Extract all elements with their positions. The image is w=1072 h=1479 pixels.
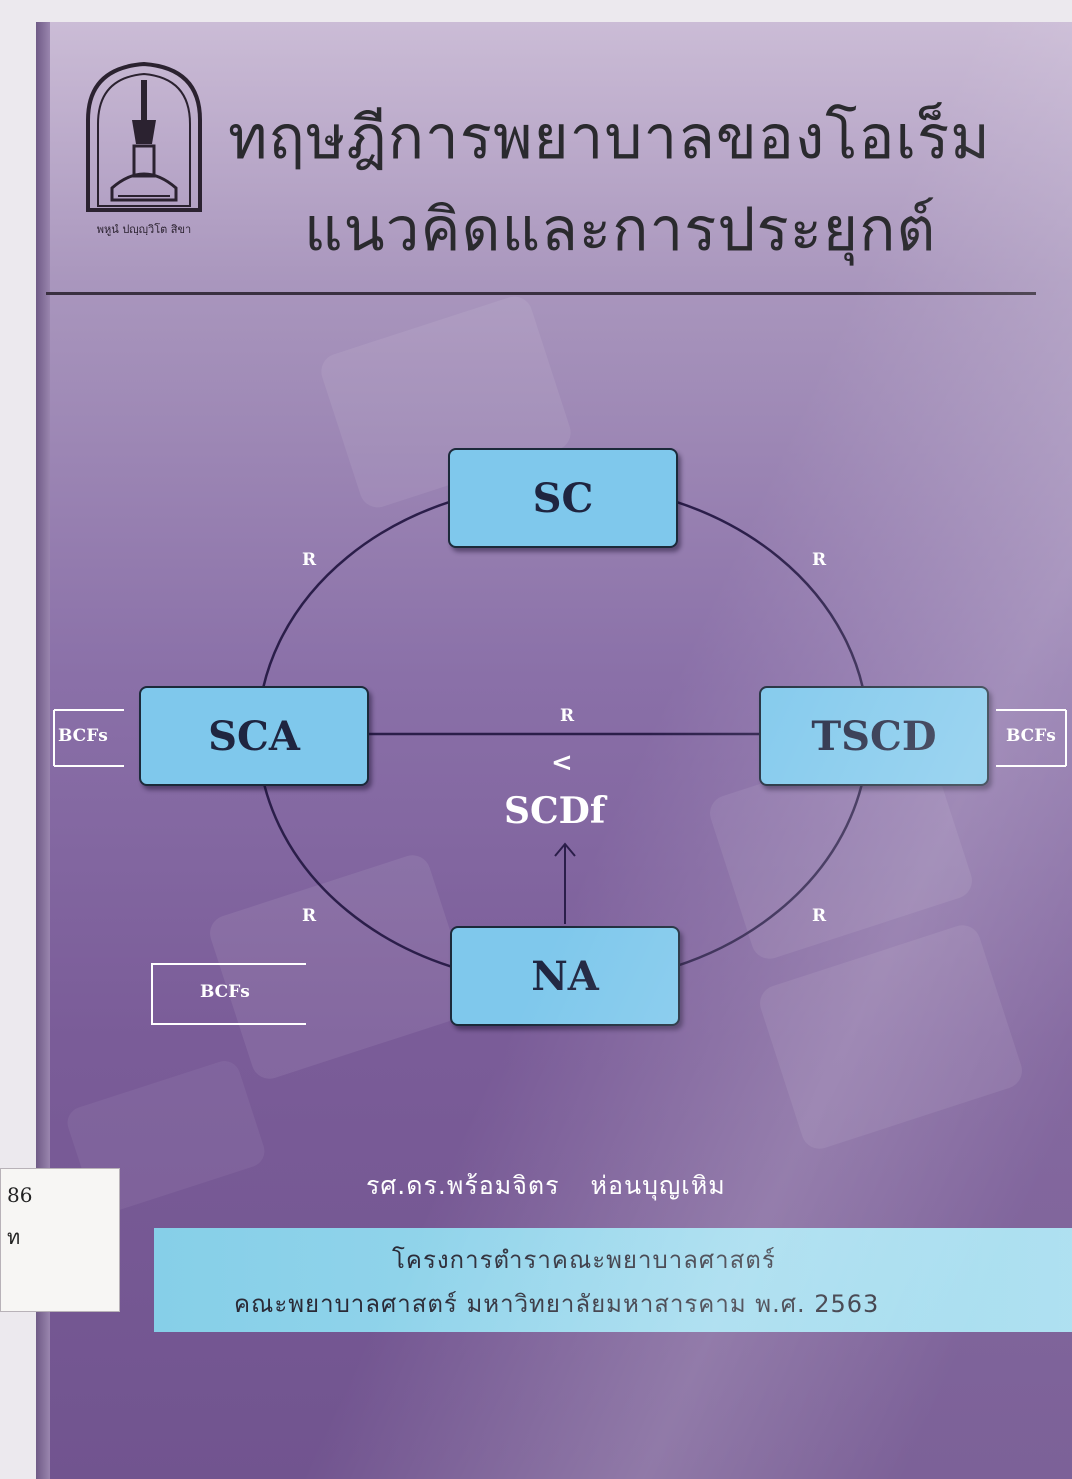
- comparison-symbol: <: [551, 748, 573, 778]
- relation-label-bottom-left: R: [302, 906, 317, 926]
- relation-label-center: R: [560, 706, 575, 726]
- call-number-line-1: 86: [7, 1183, 33, 1207]
- relation-label-top-left: R: [302, 550, 317, 570]
- faded-box-sca: [210, 855, 472, 1079]
- bcfs-bracket-bottom: [151, 963, 306, 1025]
- book-cover: พหูนํ ปญฺญฺวิโต สิขา ทฤษฎีการพยาบาลของโอ…: [36, 22, 1072, 1479]
- call-number-line-2: ท: [7, 1225, 21, 1249]
- university-logo: พหูนํ ปญฺญฺวิโต สิขา: [82, 60, 206, 246]
- publisher-line-1: โครงการตำราคณะพยาบาลศาสตร์: [392, 1246, 776, 1274]
- diagram-connectors: [53, 296, 1067, 1213]
- relation-label-bottom-right: R: [812, 906, 827, 926]
- author-name: รศ.ดร.พร้อมจิตร ห่อนบุญเหิม: [366, 1171, 726, 1200]
- bcfs-bracket-left: [53, 709, 124, 767]
- publisher-line-2: คณะพยาบาลศาสตร์ มหาวิทยาลัยมหาสารคาม พ.ศ…: [234, 1290, 880, 1318]
- publisher-band: [154, 1228, 1072, 1332]
- book-spine-edge: [36, 22, 50, 1479]
- library-call-number-sticker: 86 ท: [0, 1168, 120, 1312]
- book-title-line-2: แนวคิดและการประยุกต์: [304, 195, 937, 265]
- faded-box-scdf: [710, 735, 972, 959]
- center-label-scdf: SCDf: [504, 790, 606, 832]
- node-tscd: TSCD: [759, 686, 989, 786]
- node-na: NA: [450, 926, 680, 1026]
- arrow-head-icon: [554, 842, 576, 857]
- book-title-line-1: ทฤษฎีการพยาบาลของโอเร็ม: [228, 103, 991, 173]
- node-sca: SCA: [139, 686, 369, 786]
- bcfs-label-bottom: BCFs: [200, 982, 250, 1002]
- orem-theory-diagram: SC SCA TSCD NA R R R R R < SCDf BCFs BCF…: [36, 22, 1072, 1479]
- title-divider: [46, 292, 1036, 295]
- faded-box-na: [760, 925, 1022, 1149]
- bcfs-label-left: BCFs: [58, 726, 108, 746]
- relation-label-top-right: R: [812, 550, 827, 570]
- bcfs-bracket-right: [996, 709, 1067, 767]
- node-sc: SC: [448, 448, 678, 548]
- bcfs-label-right: BCFs: [1006, 726, 1056, 746]
- university-emblem-icon: [86, 61, 202, 212]
- logo-motto: พหูนํ ปญฺญฺวิโต สิขา: [96, 223, 192, 236]
